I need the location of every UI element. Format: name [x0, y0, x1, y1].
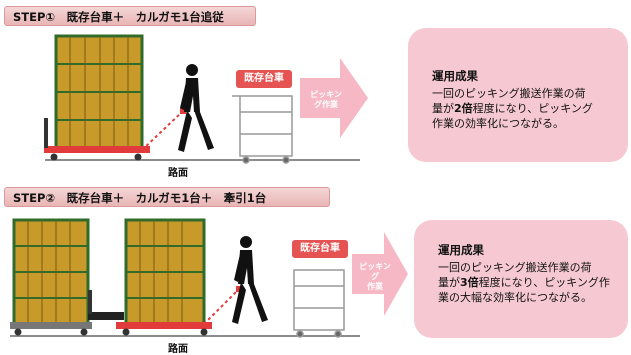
step1-result-body: 一回のピッキング搬送作業の荷 量が2倍程度になり、ピッキング 作業の効率化につな… — [432, 86, 614, 131]
step1-empty-cart — [232, 95, 293, 164]
result-line: 作業の効率化につながる。 — [432, 117, 564, 130]
step2-tow-line — [203, 289, 239, 325]
cart-wheel — [134, 153, 142, 161]
step2-arrow-text: ピッキン グ 作業 — [356, 262, 394, 292]
step2-result-body: 一回のピッキング搬送作業の荷 量が3倍程度になり、ピッキング作 業の大幅な効率化… — [438, 260, 614, 305]
step2-tow-bar — [88, 312, 124, 320]
cart-base — [44, 146, 150, 153]
cart-wheel — [50, 153, 58, 161]
step1-person-icon — [178, 64, 214, 152]
step2-cart-tag: 既存台車 — [292, 240, 348, 258]
step1-process-arrow — [300, 58, 368, 138]
step2-result-title: 運用成果 — [438, 243, 484, 257]
result-line: 量が2倍程度になり、ピッキング — [432, 102, 593, 115]
step2-empty-cart — [293, 269, 345, 338]
step2-towed-cart — [10, 218, 92, 336]
step2-process-arrow — [352, 232, 408, 316]
arrow-text-line: ピッキン — [359, 262, 391, 271]
step1-arrow-text: ピッキン グ作業 — [306, 90, 346, 110]
step1-label: STEP① 既存台車＋ カルガモ1台追従 — [4, 6, 256, 26]
step1-result-title: 運用成果 — [432, 69, 478, 83]
step2-person-icon — [232, 236, 268, 324]
arrow-text-line: グ — [371, 272, 379, 281]
cart-handle — [44, 118, 48, 148]
step1-road-label: 路面 — [168, 168, 188, 179]
step1-loaded-cart — [44, 34, 150, 161]
result-multiplier: 3倍 — [460, 276, 479, 289]
result-line: 業の大幅な効率化につながる。 — [438, 291, 592, 304]
arrow-text-line: 作業 — [367, 282, 383, 291]
arrow-text-line: グ作業 — [314, 100, 338, 109]
step2-label: STEP② 既存台車＋ カルガモ1台＋ 牽引1台 — [4, 187, 330, 207]
step2-result-box: 運用成果 一回のピッキング搬送作業の荷 量が3倍程度になり、ピッキング作 業の大… — [414, 220, 628, 338]
result-line: 一回のピッキング搬送作業の荷 — [432, 87, 586, 100]
step2-road-label: 路面 — [168, 344, 188, 355]
result-multiplier: 2倍 — [454, 102, 473, 115]
result-line: 一回のピッキング搬送作業の荷 — [438, 261, 592, 274]
result-line: 量が3倍程度になり、ピッキング作 — [438, 276, 610, 289]
step1-cart-tag: 既存台車 — [236, 70, 292, 88]
step2-loaded-cart — [116, 218, 212, 336]
step1-tag-marker — [180, 108, 186, 114]
step1-result-box: 運用成果 一回のピッキング搬送作業の荷 量が2倍程度になり、ピッキング 作業の効… — [408, 28, 628, 162]
arrow-text-line: ピッキン — [310, 90, 342, 99]
